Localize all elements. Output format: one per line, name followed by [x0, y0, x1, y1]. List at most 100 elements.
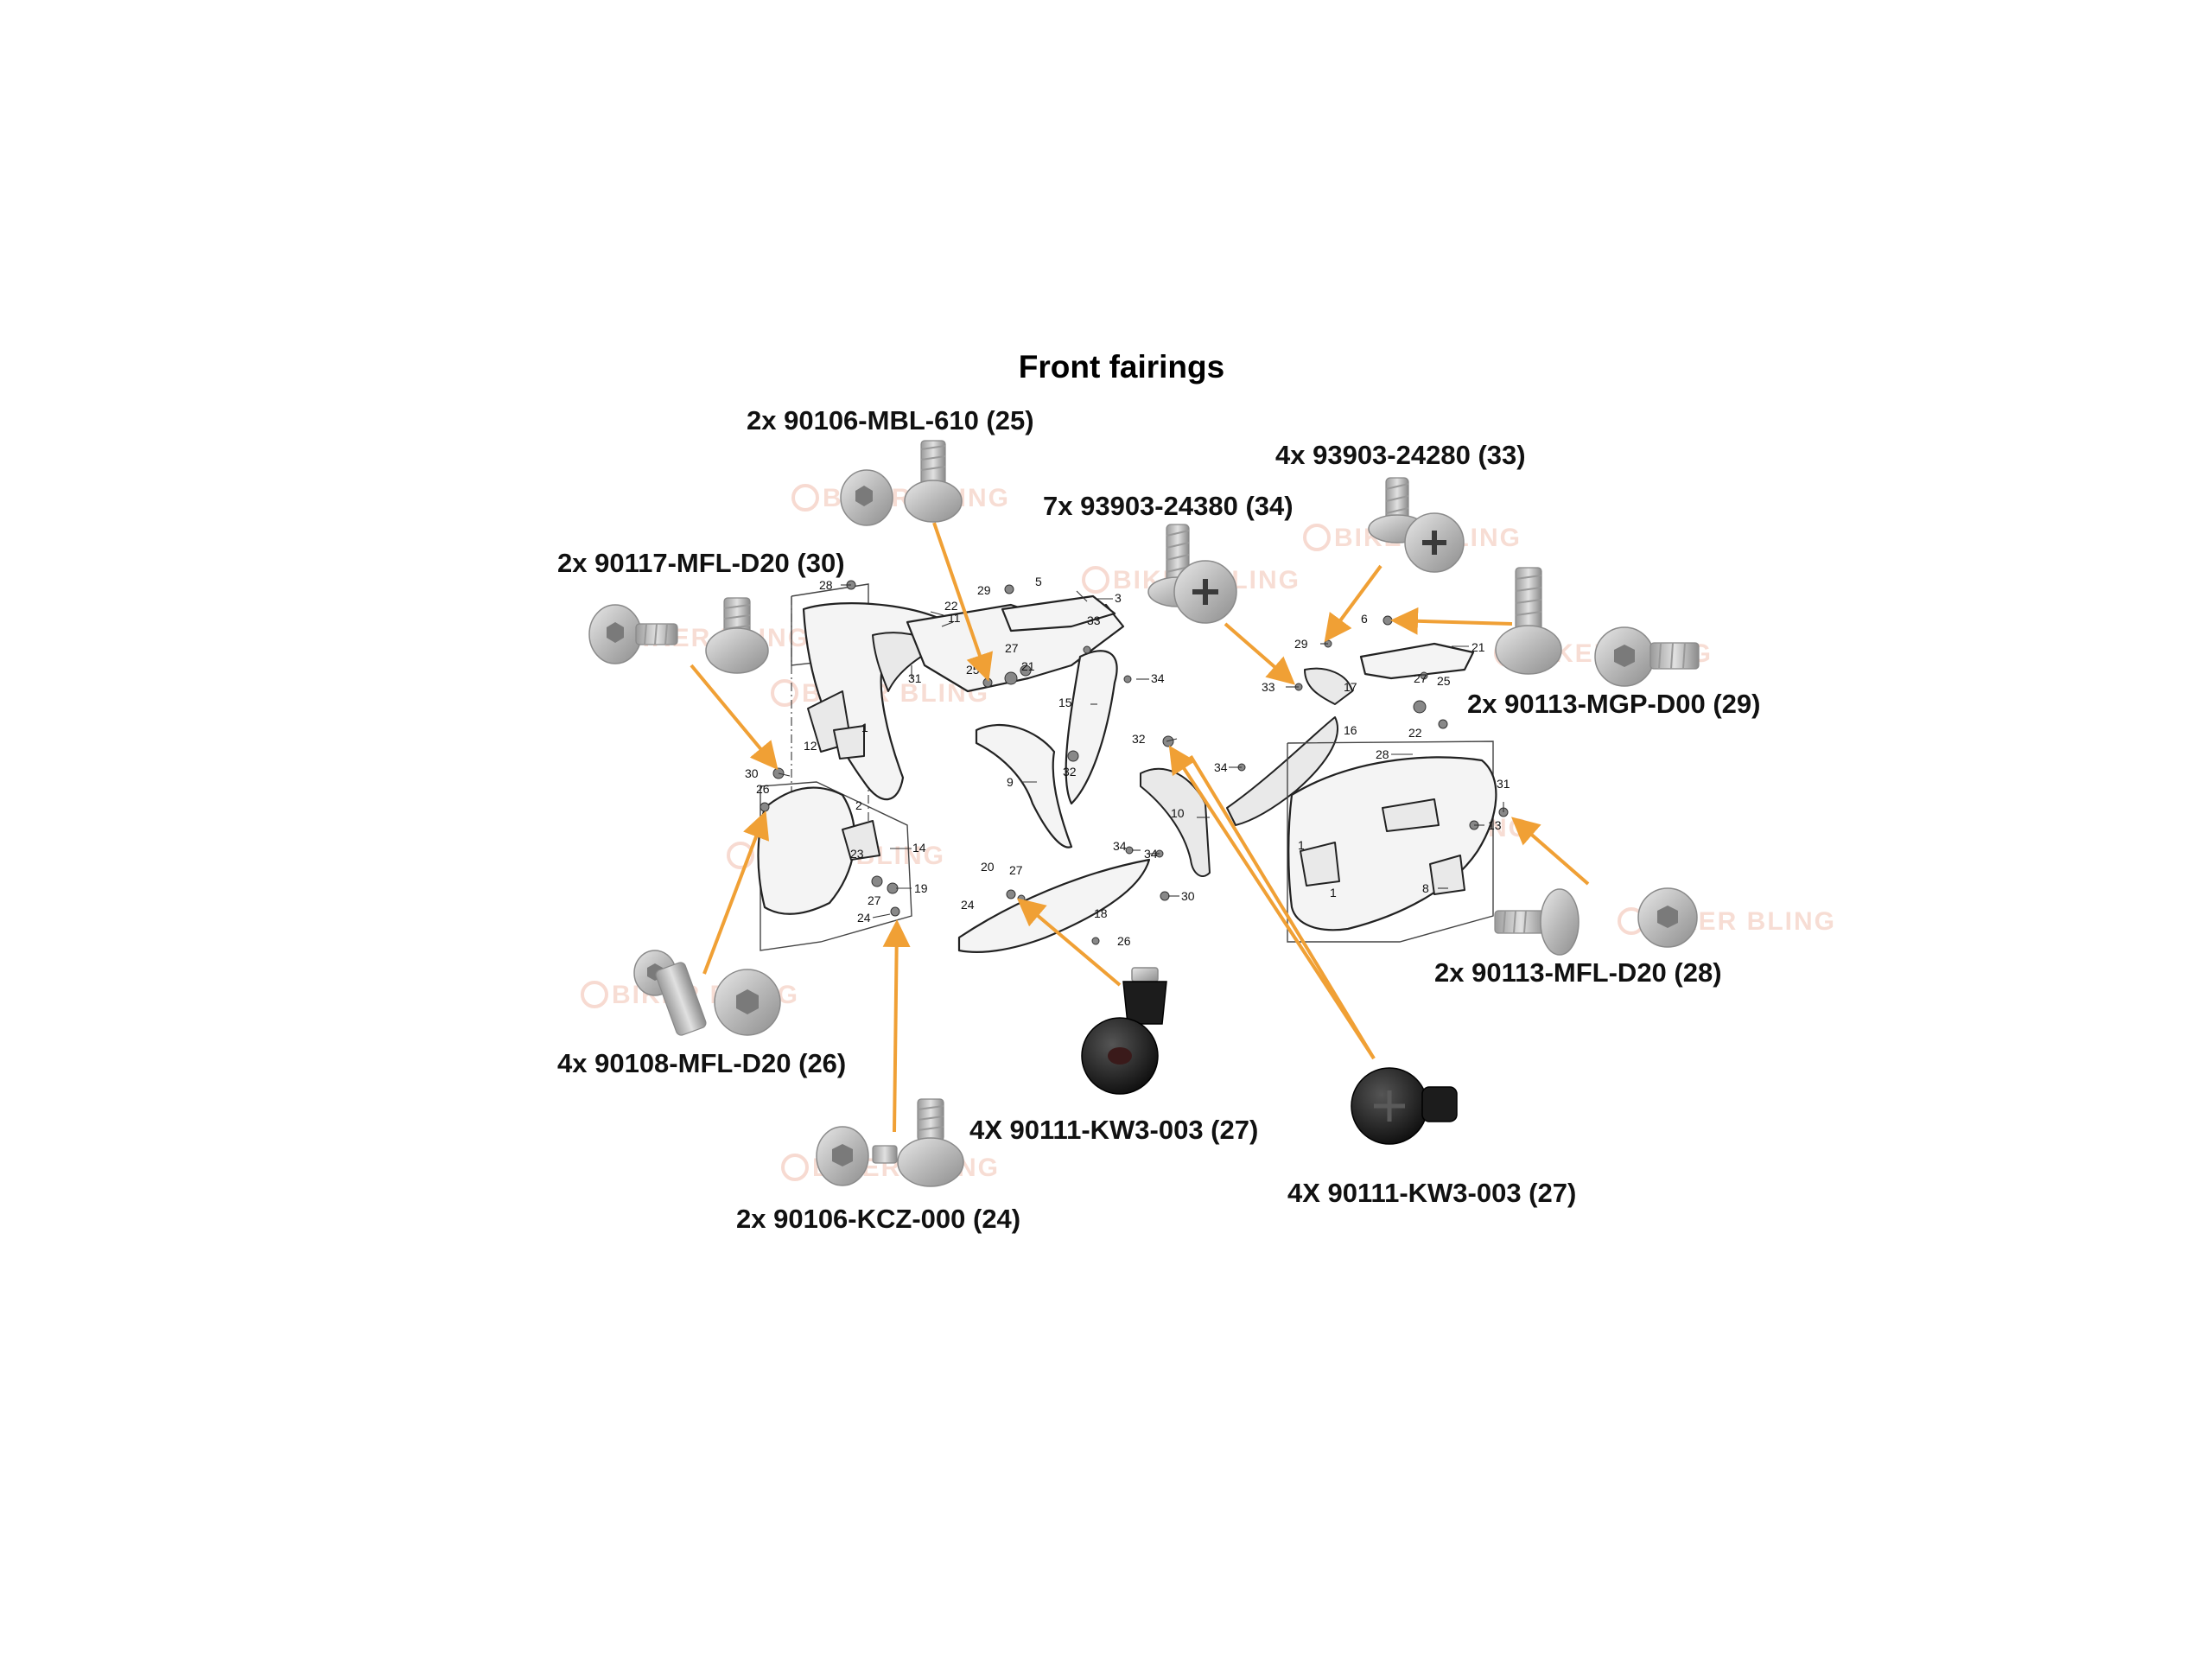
svg-text:5: 5	[1035, 575, 1042, 588]
right-cowl-vent	[1429, 855, 1465, 895]
arrow-kw3b-second	[1189, 754, 1376, 1060]
arrow-mgp29	[1390, 607, 1513, 635]
svg-text:17: 17	[1344, 680, 1357, 694]
frame-left-lower	[760, 781, 912, 951]
under-cowl-18	[957, 858, 1151, 953]
svg-text:14: 14	[912, 841, 926, 855]
callout-arrows	[690, 522, 1590, 1133]
svg-text:31: 31	[908, 671, 922, 685]
well-nut-icon	[1081, 967, 1167, 1095]
push-clip-icon	[1351, 1067, 1458, 1145]
callout-label: 2x 90113-MFL-D20 (28)	[1434, 957, 1722, 988]
self-tapping-screw-icon	[1147, 524, 1237, 624]
svg-text:23: 23	[850, 847, 864, 861]
svg-text:11: 11	[948, 611, 961, 625]
arrow-kcz24	[882, 919, 911, 1133]
svg-text:1: 1	[1330, 886, 1337, 899]
svg-text:24: 24	[961, 898, 975, 912]
svg-text:22: 22	[1408, 726, 1422, 740]
arrow-mfl28	[1510, 817, 1590, 886]
flange-bolt-icon	[633, 950, 781, 1036]
svg-text:18: 18	[1094, 906, 1108, 920]
svg-text:21: 21	[1021, 659, 1035, 673]
left-lower-cowl	[757, 786, 856, 915]
svg-text:9: 9	[1007, 775, 1014, 789]
svg-text:26: 26	[756, 782, 770, 796]
upper-bracket-6	[1359, 642, 1475, 680]
right-cowl-inner-panel	[1382, 798, 1440, 832]
callout-label: 2x 90106-KCZ-000 (24)	[736, 1204, 1020, 1234]
arrow-s33	[1324, 564, 1382, 643]
svg-text:28: 28	[1376, 747, 1389, 761]
self-tapping-screw-icon	[1368, 477, 1465, 573]
leader-lines	[778, 584, 1504, 918]
flange-bolt-icon	[1494, 887, 1698, 956]
svg-text:25: 25	[966, 663, 980, 677]
svg-text:27: 27	[868, 893, 881, 907]
flange-bolt-icon	[1495, 567, 1700, 687]
arrow-kw3b	[1168, 745, 1376, 1060]
right-cowl-vent-13	[1300, 842, 1340, 887]
svg-text:30: 30	[1181, 889, 1195, 903]
svg-text:34: 34	[1113, 839, 1127, 853]
flange-bolt-icon	[840, 440, 963, 526]
flange-bolt-icon	[588, 597, 769, 674]
inner-panel-9	[975, 723, 1073, 849]
svg-text:20: 20	[981, 860, 995, 874]
callout-label: 2x 90117-MFL-D20 (30)	[557, 548, 845, 578]
svg-text:30: 30	[745, 766, 759, 780]
callout-label: 2x 90106-MBL-610 (25)	[747, 405, 1034, 435]
left-lower-vent-23	[842, 820, 880, 861]
svg-text:32: 32	[1063, 765, 1077, 779]
inner-panel-15	[1065, 650, 1118, 805]
upper-trim-5	[1001, 594, 1116, 632]
svg-text:12: 12	[804, 739, 817, 753]
callout-label: 4X 90111-KW3-003 (27)	[969, 1115, 1258, 1145]
svg-text:27: 27	[1009, 863, 1023, 877]
watermark-logo: BIKER BLING	[791, 484, 1008, 512]
arrow-mbl610	[932, 522, 994, 682]
flange-bolt-icon	[816, 1098, 964, 1187]
svg-text:3: 3	[1115, 591, 1122, 605]
svg-text:22: 22	[944, 599, 958, 613]
svg-text:25: 25	[1437, 674, 1451, 688]
svg-text:33: 33	[1087, 613, 1101, 627]
svg-text:15: 15	[1058, 696, 1072, 709]
left-cowl-vent	[833, 725, 865, 760]
callout-label: 4X 90111-KW3-003 (27)	[1287, 1178, 1576, 1208]
svg-text:29: 29	[1294, 637, 1308, 651]
svg-text:13: 13	[1488, 818, 1502, 832]
right-side-cowl	[1287, 756, 1497, 931]
svg-text:24: 24	[857, 911, 871, 925]
callout-label: 4x 93903-24280 (33)	[1275, 440, 1526, 470]
svg-text:19: 19	[914, 881, 928, 895]
svg-text:26: 26	[1117, 934, 1131, 948]
frame-right	[1287, 741, 1494, 943]
svg-text:1: 1	[1298, 838, 1305, 852]
diagram-title: Front fairings	[1019, 349, 1224, 385]
svg-text:6: 6	[1361, 612, 1368, 626]
fairing-parts-drawing: 28 22 11 31 12 1 30 26 2 23 14 27 19 24 …	[745, 575, 1510, 953]
svg-text:21: 21	[1471, 640, 1485, 654]
svg-text:16: 16	[1344, 723, 1357, 737]
arrow-mfl26	[702, 810, 770, 975]
svg-text:31: 31	[1497, 777, 1510, 791]
callout-label: 2x 90113-MGP-D00 (29)	[1467, 689, 1760, 719]
svg-text:29: 29	[977, 583, 991, 597]
svg-text:27: 27	[1414, 671, 1427, 685]
arrow-mfl30	[690, 664, 779, 771]
svg-text:34: 34	[1214, 760, 1228, 774]
svg-text:28: 28	[819, 578, 833, 592]
arrow-kw3a	[1016, 898, 1122, 987]
arrow-s34	[1224, 622, 1296, 685]
svg-text:34: 34	[1151, 671, 1165, 685]
svg-text:10: 10	[1171, 806, 1185, 820]
svg-text:8: 8	[1422, 881, 1429, 895]
svg-text:1: 1	[861, 721, 868, 734]
inner-trim-17	[1304, 667, 1353, 705]
svg-text:2: 2	[855, 798, 862, 812]
callout-label: 7x 93903-24380 (34)	[1043, 491, 1294, 521]
svg-text:27: 27	[1005, 641, 1019, 655]
svg-text:33: 33	[1262, 680, 1275, 694]
